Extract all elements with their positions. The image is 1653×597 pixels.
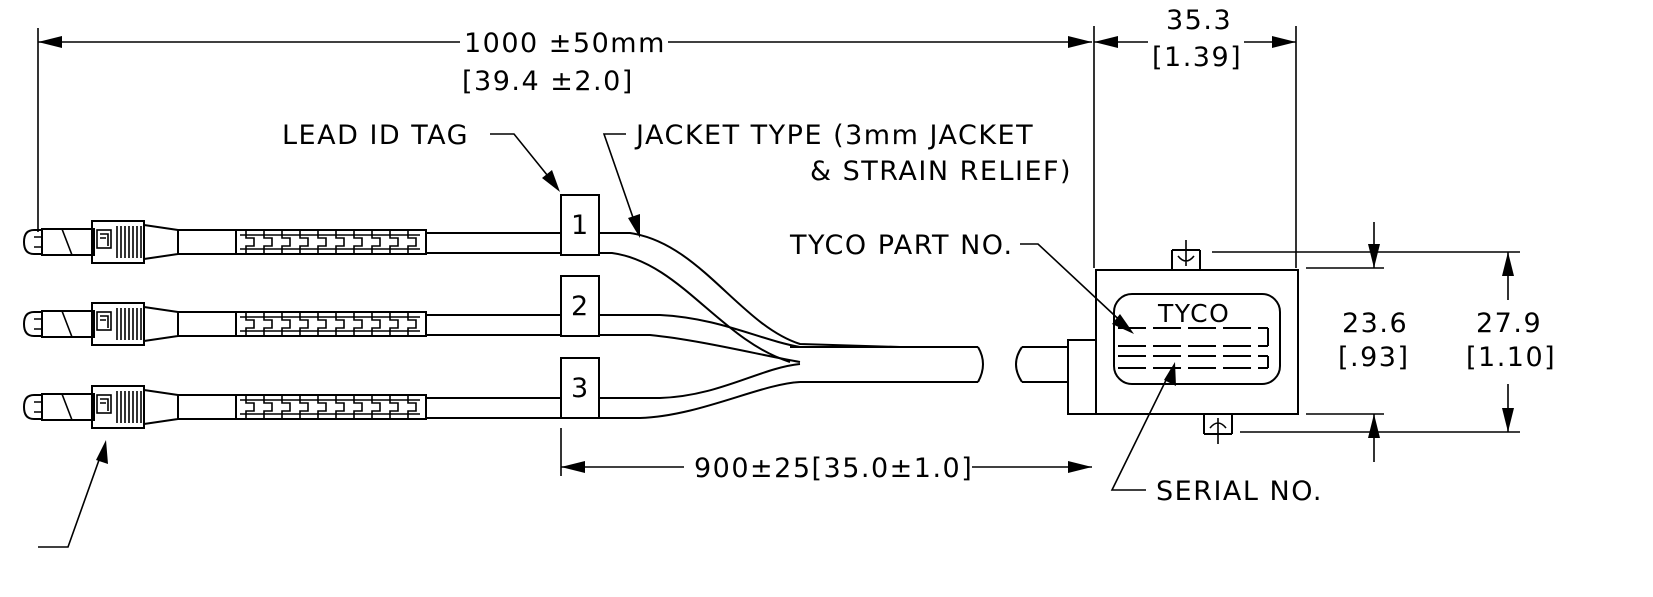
label-brand-text: TYCO — [1157, 299, 1230, 328]
jacket-type-callout-line1: JACKET TYPE (3mm JACKET — [634, 120, 1034, 151]
breakout-length-label: 900±25[35.0±1.0] — [694, 453, 973, 484]
lead-id-tag-leader — [490, 133, 560, 192]
connector-callout-leader — [38, 440, 108, 548]
body-width-label: 35.3 — [1166, 5, 1232, 36]
outer-height-inch-label: [1.10] — [1466, 342, 1556, 373]
serial-no-leader — [1110, 362, 1176, 491]
lead-tag-1-box — [560, 194, 600, 256]
lead-tag-1-number: 1 — [571, 210, 590, 241]
inner-height-inch-label: [.93] — [1338, 342, 1410, 373]
body-width-inch-label: [1.39] — [1152, 42, 1242, 73]
connector-lead-3 — [23, 385, 427, 429]
tyco-part-no-callout: TYCO PART NO. — [789, 230, 1014, 261]
outer-height-dimension — [1212, 251, 1520, 433]
jacket-type-leader — [602, 133, 640, 238]
lead-id-tag-callout: LEAD ID TAG — [282, 120, 469, 151]
serial-no-callout: SERIAL NO. — [1156, 476, 1323, 507]
tyco-part-no-leader — [1020, 243, 1134, 334]
body-width-dimension — [1093, 26, 1297, 268]
breakout-length-dimension — [560, 428, 1092, 476]
overall-length-label: 1000 ±50mm — [464, 28, 666, 59]
connector-lead-2 — [23, 302, 427, 346]
overall-length-inch-label: [39.4 ±2.0] — [462, 66, 634, 97]
lead-tag-3-box — [560, 357, 600, 419]
jacket-type-callout-line2: & STRAIN RELIEF) — [810, 156, 1072, 187]
outer-height-label: 27.9 — [1476, 308, 1542, 339]
breakout-body — [1067, 240, 1299, 444]
lead-tag-3-number: 3 — [571, 373, 590, 404]
connector-lead-1 — [23, 220, 427, 264]
lead-tag-2-number: 2 — [571, 291, 590, 322]
overall-length-dimension — [37, 28, 1092, 232]
lead-tag-2-box — [560, 275, 600, 337]
fiber-leads — [426, 232, 1068, 419]
inner-height-label: 23.6 — [1342, 308, 1408, 339]
